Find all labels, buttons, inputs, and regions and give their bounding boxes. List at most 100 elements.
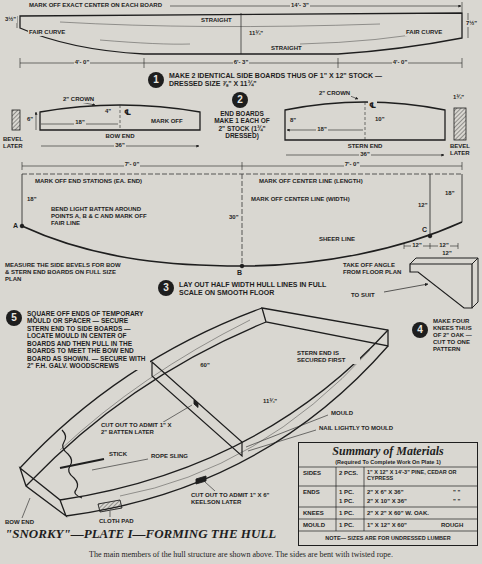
annotation: TO SUIT (350, 292, 376, 299)
annotation: MAKE FOUR KNEES THUS OF 2" OAK — CUT TO … (432, 318, 478, 352)
side-board (17, 2, 468, 68)
callout-number: 5 (11, 312, 17, 324)
annotation: ROPE SLING (150, 453, 189, 460)
annotation: 12" (438, 242, 450, 249)
point (240, 264, 244, 268)
annotation: FAIR CURVE (28, 29, 66, 36)
annotation: LAY OUT HALF WIDTH HULL LINES IN FULL SC… (178, 281, 338, 297)
annotation: SIDES (302, 470, 322, 477)
annotation: BOW END (105, 133, 136, 140)
annotation: 10" (374, 116, 386, 123)
annotation: CLOTH PAD (98, 518, 135, 525)
annotation: BEND LIGHT BATTEN AROUND POINTS A, B & C… (50, 206, 160, 227)
annotation: STERN END (347, 143, 384, 150)
annotation: CUT OUT TO ADMIT 1" X 6" KEELSON LATER (190, 492, 290, 506)
annotation: MOULD (330, 410, 354, 417)
annotation: 1 PC. (338, 498, 355, 505)
annotation: 2" X 10" X 36" (366, 498, 408, 505)
dimension-line (404, 243, 458, 249)
table-rule (298, 467, 478, 531)
annotation: C (421, 226, 428, 234)
annotation: BEVEL LATER (2, 136, 34, 150)
annotation: 7'- 0" (344, 161, 361, 168)
annotation: 36" (359, 151, 371, 158)
far-side-board (20, 308, 266, 482)
annotation: 18" (26, 196, 38, 203)
station-line (22, 174, 462, 236)
annotation: CUT OUT TO ADMIT 1" X 2" BATTEN LATER (100, 422, 174, 436)
callout-number: 4 (417, 324, 423, 336)
annotation: 30" (228, 214, 240, 221)
knee-thickness (410, 258, 478, 308)
knee-outline (410, 264, 472, 308)
annotation: 11¾" (248, 30, 264, 37)
wood-grain (60, 22, 440, 44)
annotation: 2" CROWN (318, 90, 351, 97)
batten-cutout (194, 400, 198, 408)
annotation: 1" X 12" X 60" (366, 522, 408, 529)
annotation: NOTE— SIZES ARE FOR UNDRESSED LUMBER (303, 535, 473, 541)
annotation: ℄ (368, 101, 377, 110)
annotation: 4'- 0" (392, 59, 409, 66)
annotation: 36" (114, 142, 126, 149)
floor-plan (20, 162, 462, 268)
annotation: ROUGH (440, 522, 464, 529)
annotation: 4" (104, 108, 112, 115)
bow-end-board (20, 468, 66, 516)
stern-end-board (285, 102, 445, 140)
annotation: MARK OFF CENTER LINE (WIDTH) (250, 196, 351, 203)
stern-end-board (262, 308, 388, 346)
annotation: 1 PC. (338, 489, 355, 496)
annotation: KNEES (302, 510, 325, 517)
dimension-line (170, 6, 461, 7)
leader-line (384, 284, 428, 292)
callout-number: 3 (163, 282, 169, 294)
annotation: MARK OFF (150, 118, 184, 125)
annotation: A (12, 222, 19, 230)
sheer-line (22, 222, 462, 266)
board-outline (20, 13, 462, 54)
annotation: MARK OFF END STATIONS (EA. END) (34, 178, 143, 185)
step-number: 5 (6, 310, 22, 326)
annotation: 1¾" (452, 94, 465, 101)
annotation: MAKE 2 IDENTICAL SIDE BOARDS THUS OF 1" … (168, 72, 383, 88)
annotation: B (236, 269, 243, 277)
annotation: 60" (199, 362, 211, 369)
annotation: TAKE OFF ANGLE FROM FLOOR PLAN (342, 262, 404, 276)
annotation: 2 PCS. (338, 470, 359, 477)
annotation: STRAIGHT (270, 45, 303, 52)
annotation: 1 PC. (338, 522, 355, 529)
annotation: 2" X 6" X 36" (366, 489, 405, 496)
annotation: BEVEL LATER (449, 143, 479, 157)
annotation: MARK OFF CENTER LINE (LENGTH) (258, 178, 364, 185)
annotation: MEASURE THE SIDE BEVELS FOR BOW & STERN … (4, 262, 126, 283)
cloth-pad (98, 500, 122, 512)
annotation: STERN END IS SECURED FIRST (296, 350, 360, 364)
end-boards (12, 94, 466, 155)
annotation: FAIR CURVE (405, 29, 443, 36)
annotation: 8" (289, 117, 297, 124)
annotation: " " (452, 489, 461, 496)
dimension-line (22, 162, 462, 170)
center-line (22, 174, 462, 266)
center-line (365, 102, 366, 140)
annotation: 7½" (465, 20, 478, 27)
annotation: ENDS (302, 489, 321, 496)
hull (20, 308, 388, 518)
table-title: Summary of Materials (302, 445, 474, 459)
materials-table-rules (298, 467, 478, 531)
dimension-line (17, 2, 468, 68)
annotation: 6'- 3" (233, 59, 250, 66)
annotation: SHEER LINE (318, 236, 356, 243)
mould (152, 362, 242, 456)
annotation: STRAIGHT (200, 17, 233, 24)
table-subtitle: (Required To Complete Work On Plate 1) (302, 459, 474, 465)
point (428, 234, 432, 238)
annotation: 12" (411, 242, 423, 249)
annotation: 14'- 3" (290, 2, 310, 9)
center-line (120, 105, 121, 130)
annotation: STICK (108, 451, 128, 458)
step-number: 3 (158, 280, 174, 296)
caption: The main members of the hull structure a… (0, 550, 482, 559)
